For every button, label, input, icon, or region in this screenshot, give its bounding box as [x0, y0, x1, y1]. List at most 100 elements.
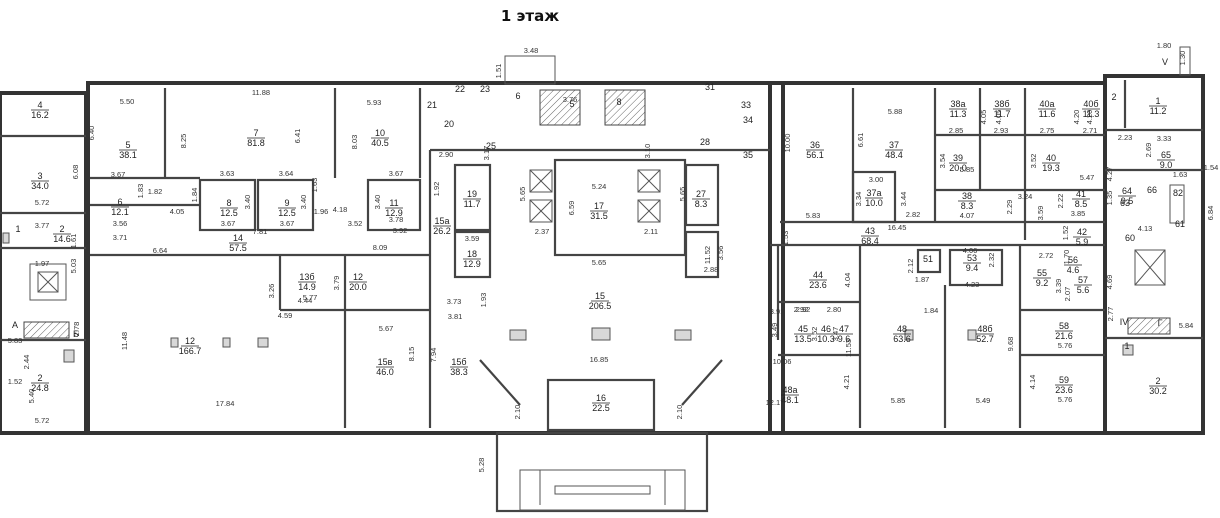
room-area: 34.0 [31, 181, 49, 191]
space-label: 60 [1125, 233, 1135, 243]
dimension-label: 2.07 [1063, 287, 1072, 302]
room-area: 68.4 [861, 236, 879, 246]
dimension-label: 1.51 [494, 64, 503, 79]
room-area: 166.7 [179, 346, 202, 356]
dimension-label: 4.59 [278, 311, 293, 320]
dimension-label: 3.34 [854, 192, 863, 207]
room-number: 38б [994, 99, 1009, 109]
room-number: 16 [596, 393, 606, 403]
room-area: 11.3 [1083, 109, 1100, 119]
room-area: 12.5 [278, 208, 296, 218]
dimension-label: 2.69 [1144, 143, 1153, 158]
room-area: 14.6 [53, 234, 71, 244]
room-area: 11.6 [1039, 109, 1056, 119]
dimension-label: 12.17 [766, 398, 785, 407]
room-number: 57 [1078, 275, 1088, 285]
dimension-label: 5.83 [806, 211, 821, 220]
dimension-label: 6.08 [71, 165, 80, 180]
room-number: 48a [782, 385, 797, 395]
dimension-label: 5.88 [888, 107, 903, 116]
space-label: 82 [1173, 188, 1183, 198]
dimension-label: 3.44 [899, 192, 908, 207]
dimension-label: 2.10 [675, 405, 684, 420]
dimension-label: 3.92 [393, 226, 408, 235]
room-area: 16.2 [31, 110, 49, 120]
east-block-partitions [770, 88, 1105, 428]
room-label: 812.5 [220, 198, 238, 218]
dimension-label: 17.84 [216, 399, 235, 408]
room-area: 20.0 [349, 282, 367, 292]
dimension-label: 1.30 [1178, 51, 1187, 66]
dimension-label: 5.28 [477, 458, 486, 473]
room-number: 17 [594, 201, 604, 211]
room-area: 9.0 [1160, 160, 1173, 170]
dimension-label: 6.40 [87, 126, 96, 141]
dimension-label: 3.73 [447, 297, 462, 306]
dimension-label: 2.92 [796, 305, 811, 314]
room-number: 10 [375, 128, 385, 138]
space-label: 34 [743, 115, 753, 125]
room-area: 11.7 [464, 199, 481, 209]
room-label: 111.2 [1149, 96, 1167, 116]
room-number: 9 [284, 198, 289, 208]
dimension-label: 3.78 [389, 215, 404, 224]
dimension-label: 1.97 [35, 259, 50, 268]
dimension-label: 3.64 [279, 169, 294, 178]
dimension-label: 4.13 [1138, 224, 1153, 233]
space-label: 35 [743, 150, 753, 160]
room-number: 11 [389, 198, 398, 208]
dimension-label: 5.72 [35, 416, 50, 425]
dimension-label: 3.40 [299, 195, 308, 210]
room-area: 9.4 [966, 263, 979, 273]
dimension-label: 3.76 [563, 95, 578, 104]
dimension-label: 11.53 [844, 339, 853, 357]
dimension-label: 4.18 [333, 205, 348, 214]
dimension-label: 1.54 [1204, 163, 1219, 172]
room-label: 230.2 [1149, 376, 1167, 396]
room-area: 20.0 [949, 163, 967, 173]
room-label: 479.6 [835, 324, 853, 344]
room-area: 13.5 [794, 334, 812, 344]
dimension-label: 3.59 [465, 234, 480, 243]
room-number: 40б [1083, 99, 1098, 109]
dimension-label: 2.82 [906, 210, 921, 219]
dimension-label: 2.44 [22, 355, 31, 370]
room-number: 15б [451, 357, 466, 367]
dimension-label: 2.92 [794, 305, 809, 314]
room-label: 564.6 [1064, 255, 1082, 275]
room-label: 612.1 [111, 197, 129, 217]
dimension-label: 3.39 [1054, 279, 1063, 294]
room-number: 2 [59, 224, 64, 234]
dimension-label: 1.82 [148, 187, 163, 196]
room-area: 21.6 [1055, 331, 1073, 341]
room-number: 59 [1059, 375, 1069, 385]
space-label: A [12, 320, 18, 330]
dimension-label: 1.35 [1105, 191, 1114, 206]
room-area: 46.0 [376, 367, 394, 377]
room-number: 2 [37, 373, 42, 383]
room-number: 55 [1037, 268, 1047, 278]
room-area: 9.2 [1036, 278, 1049, 288]
room-number: 36 [810, 140, 820, 150]
dimension-label: 16.45 [888, 223, 907, 232]
dimension-label: 9.68 [1006, 337, 1015, 352]
space-label: 61 [1175, 219, 1185, 229]
dimension-label: 1.63 [310, 178, 319, 193]
dimension-label: 2.37 [535, 227, 550, 236]
room-area: 5.9 [1076, 237, 1089, 247]
room-number: 40a [1039, 99, 1054, 109]
room-number: 53 [967, 253, 977, 263]
room-number: 48б [977, 324, 992, 334]
